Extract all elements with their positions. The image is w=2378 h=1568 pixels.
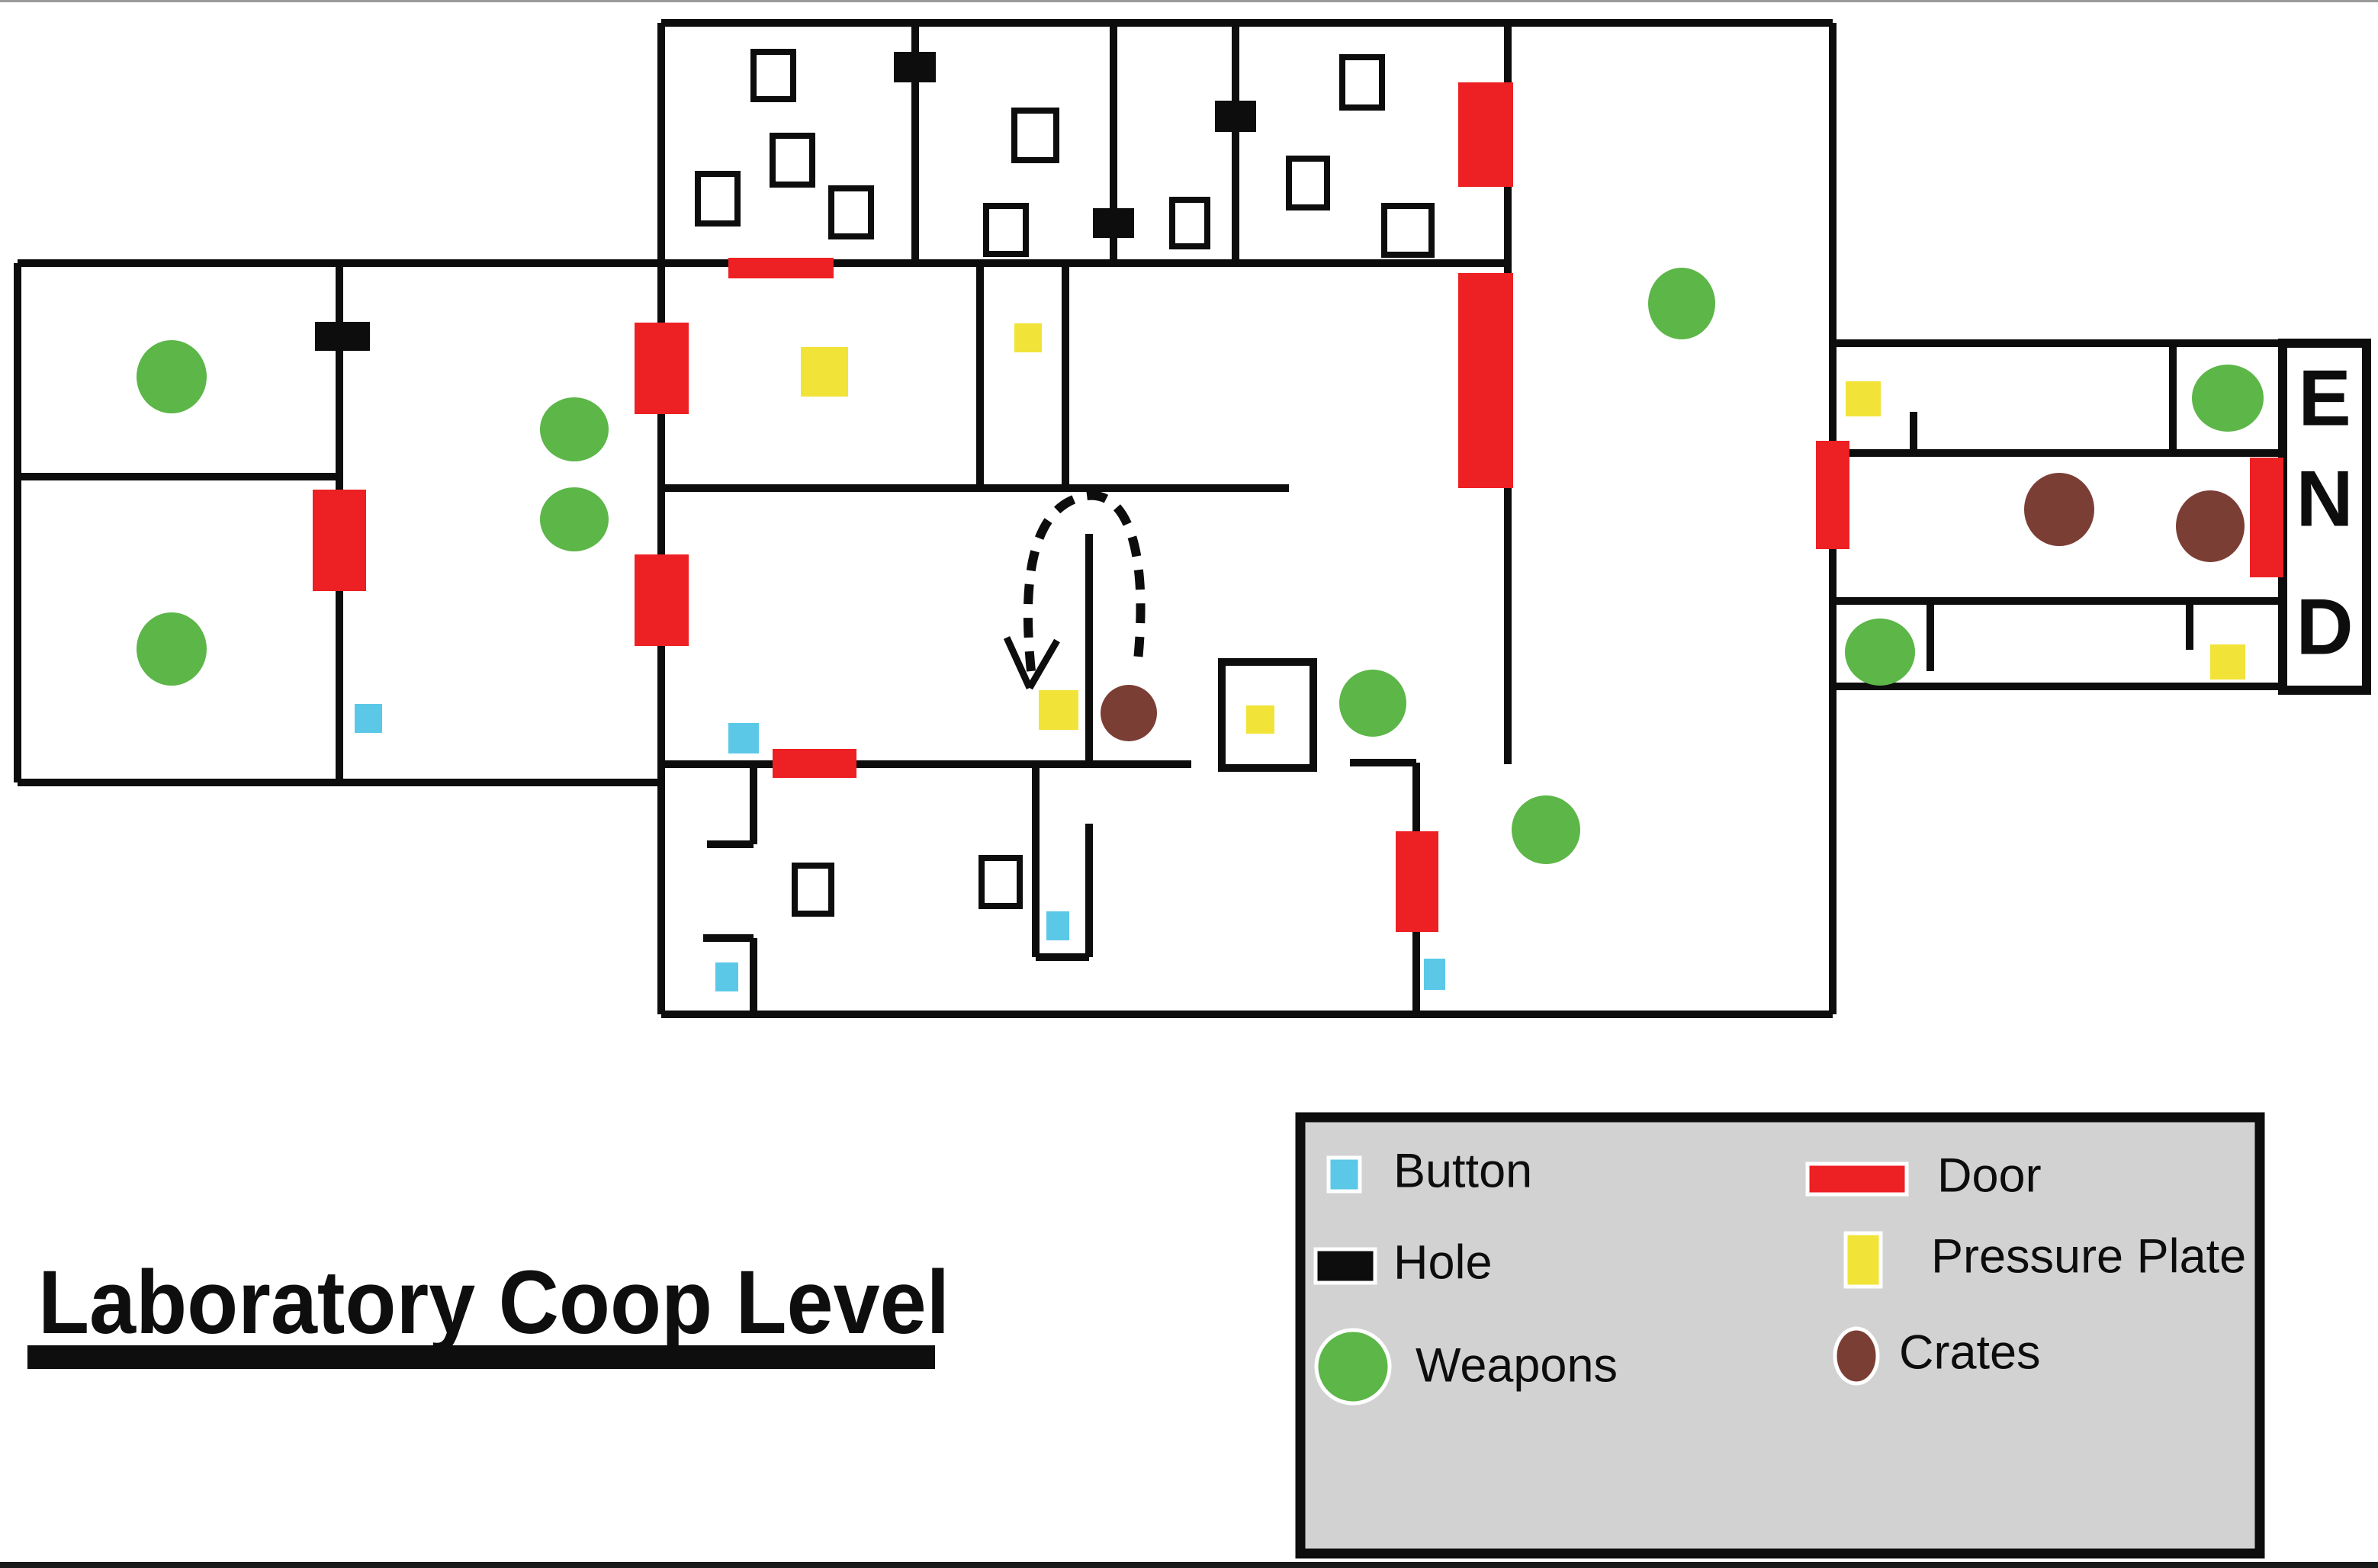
pressure-plate-marker bbox=[2210, 644, 2245, 680]
jump-arrow-arc bbox=[1023, 490, 1146, 672]
weapon-marker bbox=[1512, 795, 1580, 864]
pressure-plate-marker bbox=[1014, 323, 1042, 352]
crate-marker bbox=[1101, 685, 1157, 741]
weapon-marker bbox=[137, 612, 207, 686]
obstacle-square bbox=[750, 49, 796, 102]
weapon-marker bbox=[540, 487, 609, 551]
door-top-horizontal bbox=[728, 258, 834, 278]
button-marker bbox=[715, 962, 738, 991]
legend-swatch-hole bbox=[1313, 1247, 1377, 1285]
legend-swatch-weapons bbox=[1314, 1328, 1392, 1406]
weapon-marker bbox=[1339, 670, 1406, 737]
end-label-letter: N bbox=[2296, 455, 2353, 543]
obstacle-square bbox=[1339, 54, 1385, 111]
legend-label-button: Button bbox=[1393, 1145, 1532, 1198]
weapon-marker bbox=[540, 397, 609, 461]
weapon-marker bbox=[1845, 619, 1915, 686]
hole-marker bbox=[1215, 101, 1256, 132]
end-label-letter: D bbox=[2296, 583, 2353, 671]
obstacle-square bbox=[1286, 156, 1330, 210]
legend-label-pressure-plate: Pressure Plate bbox=[1931, 1230, 2246, 1284]
button-marker bbox=[1424, 959, 1445, 990]
obstacle-square bbox=[983, 203, 1029, 257]
obstacle-square bbox=[1381, 203, 1435, 258]
door-centerwall-up bbox=[635, 323, 689, 414]
page-bottom-edge bbox=[0, 1562, 2378, 1568]
door-top-room4 bbox=[1458, 82, 1513, 187]
legend-swatch-button bbox=[1326, 1155, 1362, 1194]
pressure-plate-marker bbox=[801, 347, 848, 397]
jump-arrow-head bbox=[1027, 638, 1060, 690]
hole-marker bbox=[1093, 208, 1134, 238]
obstacle-square bbox=[770, 133, 815, 188]
door-centerwall-low bbox=[635, 554, 689, 646]
obstacle-square bbox=[695, 171, 741, 227]
obstacle-square bbox=[1011, 108, 1059, 163]
pressure-plate-marker bbox=[1846, 381, 1881, 416]
pressure-plate-marker bbox=[1039, 690, 1078, 730]
door-hall-to-wing bbox=[1816, 441, 1849, 549]
obstacle-square bbox=[979, 855, 1023, 909]
hole-marker bbox=[315, 322, 370, 351]
page-title: Laboratory Coop Level bbox=[38, 1252, 950, 1353]
legend-label-crates: Crates bbox=[1899, 1326, 2041, 1380]
legend-label-door: Door bbox=[1937, 1149, 2042, 1203]
jump-arrow-head bbox=[1003, 636, 1033, 689]
button-marker bbox=[728, 723, 759, 753]
legend-box bbox=[1295, 1112, 2265, 1559]
door-corridor-tall bbox=[1458, 273, 1513, 488]
title-underline bbox=[27, 1345, 935, 1369]
obstacle-square bbox=[792, 863, 834, 917]
weapon-marker bbox=[1648, 268, 1715, 339]
hole-marker bbox=[894, 52, 936, 82]
door-wing-to-end bbox=[2250, 458, 2283, 577]
weapon-marker bbox=[137, 340, 207, 413]
plate-closet-walls bbox=[1218, 658, 1317, 772]
end-label-letter: E bbox=[2298, 354, 2351, 442]
legend-label-hole: Hole bbox=[1393, 1236, 1493, 1290]
end-room-box bbox=[2278, 339, 2371, 695]
legend-swatch-crates bbox=[1833, 1326, 1880, 1386]
legend-swatch-door bbox=[1805, 1162, 1909, 1197]
page-top-edge bbox=[0, 0, 2378, 2]
door-bottom-horizontal bbox=[773, 749, 856, 778]
crate-marker bbox=[2176, 490, 2245, 562]
legend-label-weapons: Weapons bbox=[1416, 1339, 1618, 1393]
pressure-plate-marker bbox=[1246, 705, 1274, 734]
weapon-marker bbox=[2192, 365, 2264, 432]
obstacle-square bbox=[1169, 197, 1210, 249]
obstacle-square bbox=[828, 185, 874, 239]
crate-marker bbox=[2024, 473, 2094, 546]
button-marker bbox=[355, 704, 382, 733]
legend-swatch-pressure-plate bbox=[1843, 1231, 1883, 1289]
door-leftwing bbox=[313, 490, 366, 591]
button-marker bbox=[1046, 911, 1069, 940]
door-bottom-mid bbox=[1396, 831, 1438, 932]
